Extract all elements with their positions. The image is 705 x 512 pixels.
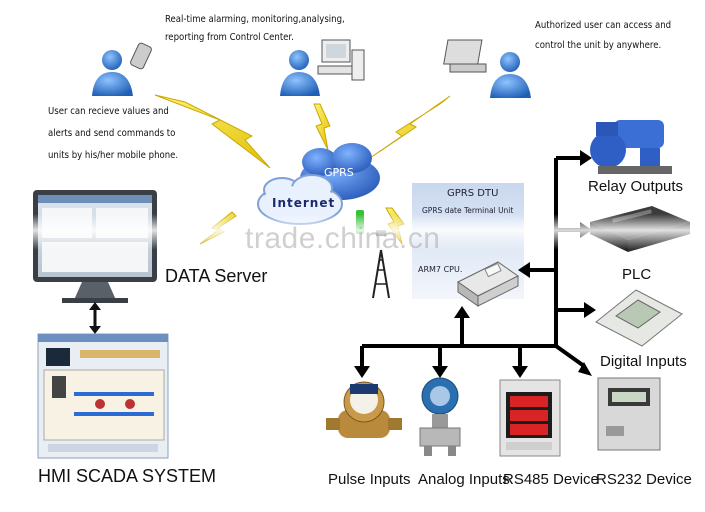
hmi-scada-screenshot xyxy=(37,333,169,459)
digital-inputs-label: Digital Inputs xyxy=(600,353,687,370)
dtu-device-icon xyxy=(457,261,519,307)
server-hmi-link-arrow xyxy=(89,302,101,334)
gprs-cloud-label: GPRS xyxy=(324,166,354,179)
control-center-caption-line2: reporting from Control Center. xyxy=(165,32,294,43)
watermark-text: trade.china.cn xyxy=(245,222,441,255)
authorized-user-icon xyxy=(443,39,531,98)
watermark-band xyxy=(0,214,705,250)
control-center-caption-line1: Real-time alarming, monitoring,analysing… xyxy=(165,14,345,25)
dtu-title: GPRS DTU xyxy=(447,188,499,199)
rs232-device-icon xyxy=(597,377,661,451)
rs485-device-label: RS485 Device xyxy=(503,471,599,488)
dtu-subtitle: GPRS date Terminal Unit xyxy=(422,206,514,215)
dtu-cpu-label: ARM7 CPU. xyxy=(418,265,463,274)
lightning-bolt-icon xyxy=(369,95,451,159)
analog-inputs-label: Analog Inputs xyxy=(418,471,510,488)
relay-outputs-label: Relay Outputs xyxy=(588,178,684,195)
rs485-power-meter-icon xyxy=(499,379,561,457)
authorized-caption-line2: control the unit by anywhere. xyxy=(535,40,662,51)
pulse-inputs-label: Pulse Inputs xyxy=(328,471,411,488)
digital-input-meter-icon xyxy=(595,289,683,347)
plc-label: PLC xyxy=(622,266,652,283)
lightning-bolt-icon xyxy=(154,94,271,169)
rs232-device-label: RS232 Device xyxy=(596,471,692,488)
mobile-caption-line2: alerts and send commands to xyxy=(48,128,176,139)
authorized-caption-line1: Authorized user can access and xyxy=(535,20,672,31)
mobile-caption-line3: units by his/her mobile phone. xyxy=(48,150,179,161)
internet-cloud-label: Internet xyxy=(272,196,336,210)
mobile-caption-line1: User can recieve values and xyxy=(48,106,169,117)
control-center-user-icon xyxy=(280,39,365,96)
pressure-transmitter-icon xyxy=(419,377,461,456)
mobile-user-icon xyxy=(92,42,152,96)
data-server-label: DATA Server xyxy=(165,266,268,286)
antenna-tower-icon xyxy=(372,249,390,299)
relay-pump-icon xyxy=(590,120,672,174)
pulse-water-meter-icon xyxy=(326,381,402,438)
lightning-bolt-icon xyxy=(313,103,331,151)
hmi-scada-label: HMI SCADA SYSTEM xyxy=(38,466,217,486)
